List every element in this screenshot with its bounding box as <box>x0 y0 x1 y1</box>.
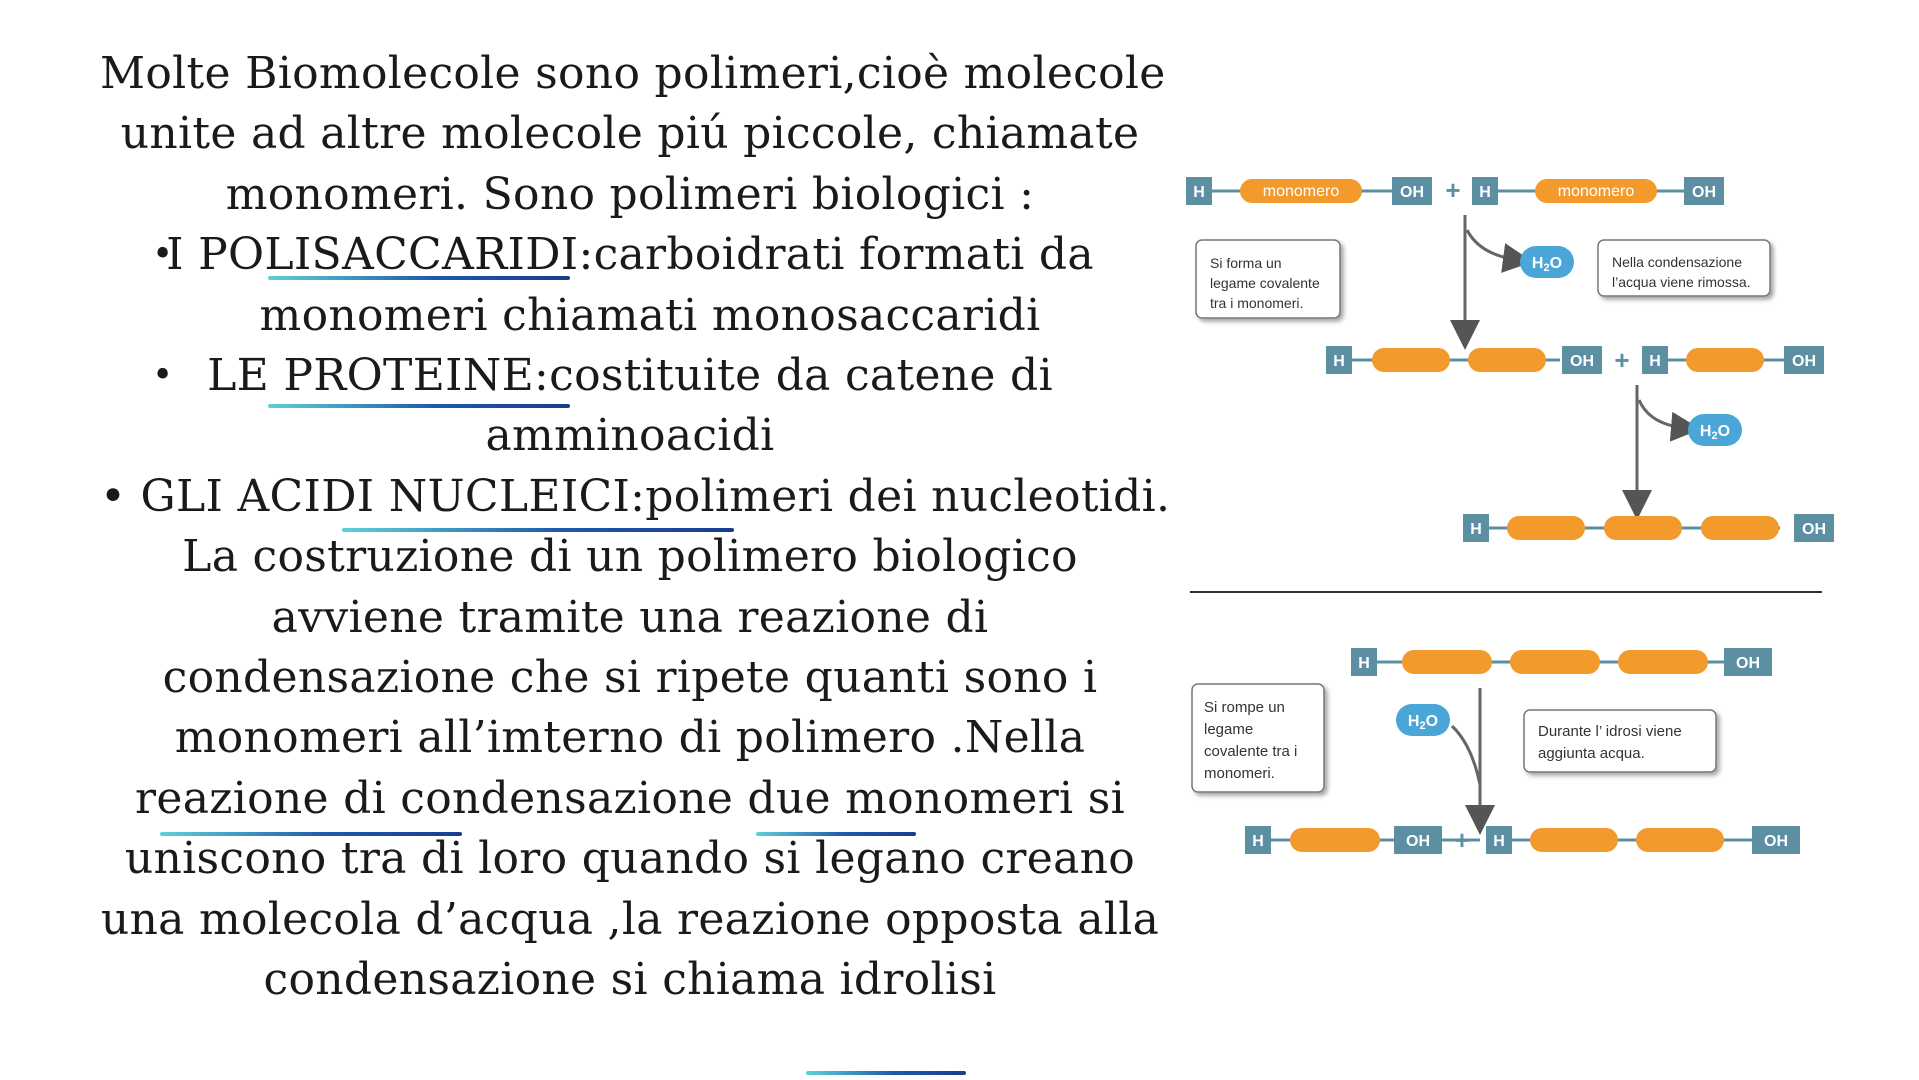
water-label: H2O <box>1700 423 1730 442</box>
condensation-row-2: H OH + H OH <box>1326 345 1824 375</box>
paragraph-line-5: reazione di condensazione due monomeri s… <box>135 772 1125 824</box>
monomer-unit <box>1507 516 1585 540</box>
plus-sign: + <box>1614 345 1629 375</box>
note-covalent-bond-broken <box>1191 683 1325 793</box>
intro-line-1: Molte Biomolecole sono polimeri,cioè mol… <box>100 48 1166 99</box>
bullet-acidi-nucleici: • GLI ACIDI NUCLEICI:polimeri dei nucleo… <box>100 470 1171 522</box>
oh-label: OH <box>1406 833 1430 850</box>
monomer-unit <box>1636 828 1724 852</box>
note-line: aggiunta acqua. <box>1538 745 1645 762</box>
paragraph-line-3: condensazione che si ripete quanti sono … <box>162 652 1098 704</box>
h-label: H <box>1493 833 1505 850</box>
monomer-unit <box>1510 650 1600 674</box>
monomer-unit <box>1530 828 1618 852</box>
hydrolysis-result-row: H OH + H OH <box>1245 825 1800 855</box>
intro-line-2: unite ad altre molecole piú piccole, chi… <box>120 108 1140 160</box>
underline-acidi-nucleici <box>342 528 734 532</box>
bullet-symbol: • <box>152 234 174 276</box>
water-label: H2O <box>1532 255 1562 274</box>
h-label: H <box>1252 833 1264 850</box>
monomer-label: monomero <box>1558 183 1635 200</box>
note-line: covalente tra i <box>1204 743 1297 760</box>
underline-condensazione <box>160 832 462 836</box>
h-label: H <box>1193 184 1205 201</box>
water-molecule-badge <box>1396 704 1450 736</box>
h-label: H <box>1649 353 1661 370</box>
monomer-unit <box>1372 348 1450 372</box>
monomer-unit <box>1686 348 1764 372</box>
paragraph-line-7: una molecola d’acqua ,la reazione oppost… <box>100 893 1160 945</box>
monomer-unit <box>1290 828 1380 852</box>
water-add-arrow <box>1450 724 1482 786</box>
bullet-proteine-line2: amminoacidi <box>485 410 775 462</box>
note-line: tra i monomeri. <box>1210 295 1303 311</box>
oh-label: OH <box>1792 353 1816 370</box>
paragraph-line-1: La costruzione di un polimero biologico <box>182 531 1078 583</box>
oh-label: OH <box>1802 521 1826 538</box>
condensation-row-1: H monomero OH + H monomero OH <box>1186 175 1724 205</box>
h-label: H <box>1358 655 1370 672</box>
underline-proteine <box>268 404 570 408</box>
bullet-proteine-line1: LE PROTEINE:costituite da catene di <box>207 350 1053 402</box>
underline-bottom <box>806 1071 966 1075</box>
oh-label: OH <box>1400 184 1424 201</box>
condensation-hydrolysis-diagram: H monomero OH + H monomero OH Si forma u… <box>1186 175 1834 855</box>
intro-line-3: monomeri. Sono polimeri biologici : <box>225 168 1035 220</box>
h-label: H <box>1333 353 1345 370</box>
bullet-symbol: • <box>152 355 174 397</box>
note-line: Si forma un <box>1210 255 1282 271</box>
note-line: Nella condensazione <box>1612 254 1742 270</box>
note-line: Si rompe un <box>1204 699 1285 716</box>
note-water-removed <box>1597 239 1771 297</box>
note-line: l’acqua viene rimossa. <box>1612 274 1751 290</box>
monomer-unit <box>1468 348 1546 372</box>
oh-label: OH <box>1570 353 1594 370</box>
h-label: H <box>1479 184 1491 201</box>
water-label: H2O <box>1408 713 1438 732</box>
monomer-unit <box>1402 650 1492 674</box>
h-label: H <box>1470 521 1482 538</box>
paragraph-line-6: uniscono tra di loro quando si legano cr… <box>124 833 1136 885</box>
plus-sign: + <box>1445 175 1460 205</box>
underline-polisaccaridi <box>268 276 570 280</box>
paragraph-line-8: condensazione si chiama idrolisi <box>263 954 997 1006</box>
water-release-arrow <box>1465 229 1533 273</box>
bullet-polisaccaridi-line1: I POLISACCARIDI:carboidrati formati da <box>166 229 1094 281</box>
water-release-arrow <box>1637 399 1701 442</box>
oh-label: OH <box>1692 184 1716 201</box>
note-line: monomeri. <box>1204 765 1275 782</box>
plus-sign: + <box>1454 825 1469 855</box>
underline-monomeri <box>756 832 916 836</box>
oh-label: OH <box>1764 833 1788 850</box>
note-line: Durante l’ idrosi viene <box>1538 723 1682 740</box>
note-line: legame <box>1204 721 1253 738</box>
hydrolysis-polymer-row: H OH <box>1351 648 1772 676</box>
note-line: legame covalente <box>1210 275 1320 291</box>
oh-label: OH <box>1736 655 1760 672</box>
water-molecule-badge <box>1688 414 1742 446</box>
bullet-polisaccaridi-line2: monomeri chiamati monosaccaridi <box>259 289 1041 341</box>
note-water-added <box>1523 709 1717 773</box>
monomer-unit <box>1604 516 1682 540</box>
monomer-unit <box>1618 650 1708 674</box>
monomer-label: monomero <box>1263 183 1340 200</box>
bullet-polisaccaridi: • I POLISACCARIDI:carboidrati formati da <box>100 225 1160 285</box>
paragraph-line-4: monomeri all’imterno di polimero .Nella <box>174 712 1086 764</box>
water-molecule-badge <box>1520 246 1574 278</box>
polymer-row: H OH <box>1463 514 1834 542</box>
bullet-proteine: • LE PROTEINE:costituite da catene di <box>100 346 1160 406</box>
monomer-unit <box>1701 516 1779 540</box>
main-text: Molte Biomolecole sono polimeri,cioè mol… <box>100 44 1171 1011</box>
paragraph-line-2: avviene tramite una reazione di <box>271 591 989 643</box>
note-covalent-bond-formed <box>1195 239 1341 319</box>
